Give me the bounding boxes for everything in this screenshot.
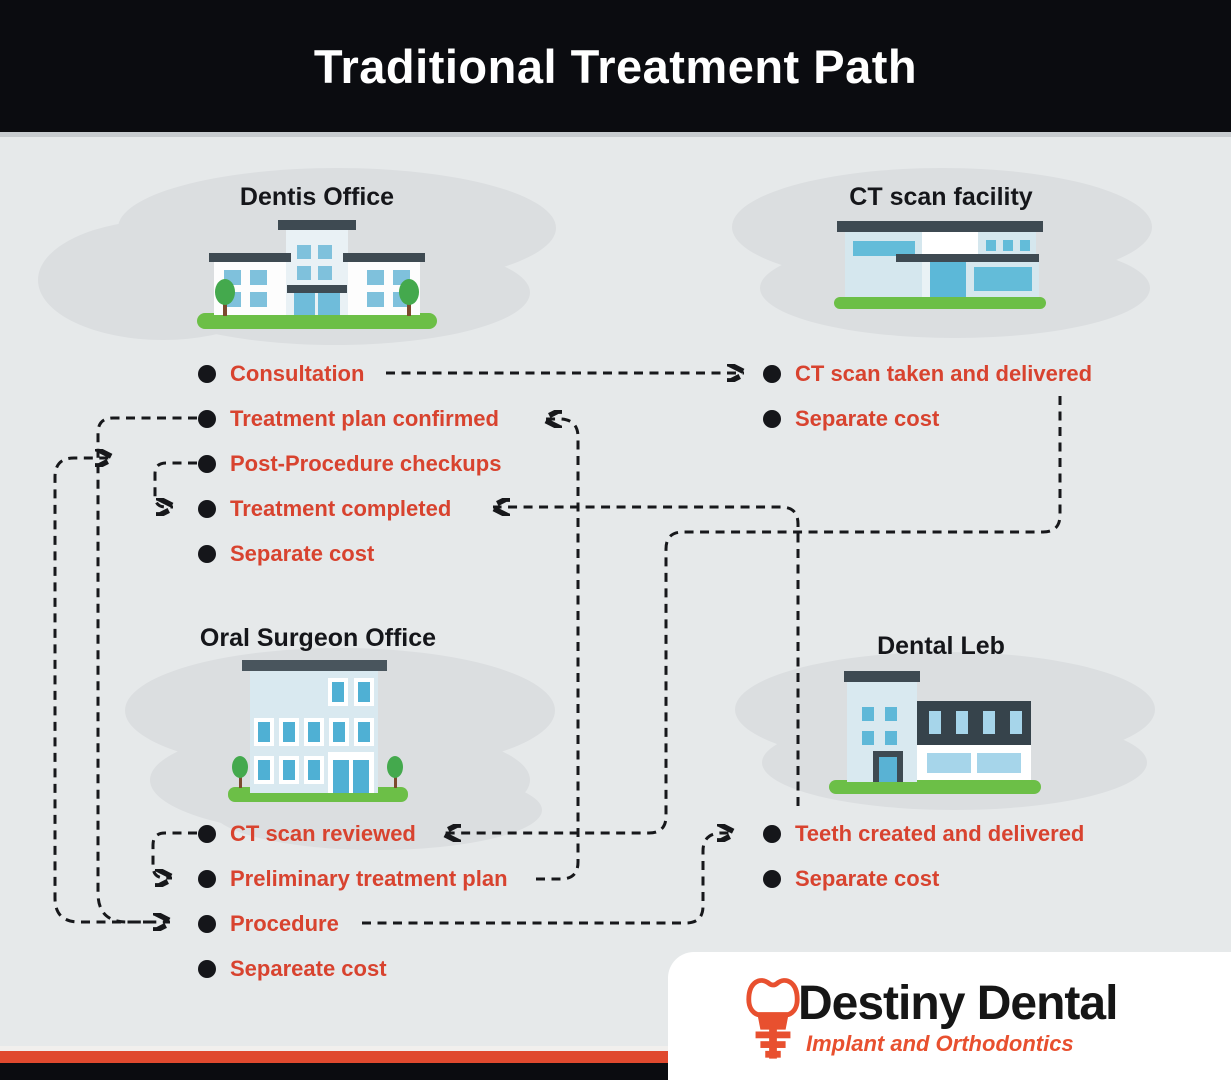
list-item-label: Separate cost <box>795 405 940 431</box>
list-item-label: Separate cost <box>230 540 375 566</box>
arrow-teeth-created-to-treatment-completed <box>493 507 800 806</box>
oral-surgeon-building-illustration <box>228 654 408 809</box>
bullet-dot-icon <box>198 959 216 978</box>
building-icon <box>197 220 437 329</box>
list-item-label: CT scan reviewed <box>230 820 416 846</box>
arrow-ct-reviewed-to-preliminary-plan <box>151 831 197 878</box>
header-divider <box>0 132 1231 137</box>
building-icon <box>834 221 1046 309</box>
list-item: Treatment completed <box>198 486 501 531</box>
page-title: Traditional Treatment Path <box>313 39 918 93</box>
arrow-post-procedure-to-treatment-completed <box>153 461 197 507</box>
list-item: Post-Procedure checkups <box>198 441 501 486</box>
ct-facility-list: CT scan taken and delivered Separate cos… <box>763 351 1092 441</box>
list-item: Separate cost <box>763 856 1084 901</box>
list-item: Preliminary treatment plan <box>198 856 508 901</box>
building-icon <box>829 671 1041 794</box>
section-label-oral-surgeon-office: Oral Surgeon Office <box>199 624 437 652</box>
list-item-label: Treatment completed <box>230 495 452 521</box>
bullet-dot-icon <box>198 364 216 383</box>
list-item-label: Separate cost <box>795 865 940 891</box>
list-item: CT scan taken and delivered <box>763 351 1092 396</box>
brand-logo-card: Destiny Dental Implant and Orthodontics <box>668 952 1231 1080</box>
list-item: Treatment plan confirmed <box>198 396 501 441</box>
section-label-ct-scan-facility: CT scan facility <box>849 183 1033 211</box>
list-item-label: CT scan taken and delivered <box>795 360 1093 386</box>
list-item-label: Procedure <box>230 910 339 936</box>
list-item: CT scan reviewed <box>198 811 508 856</box>
bullet-dot-icon <box>763 409 781 428</box>
bullet-dot-icon <box>763 824 781 843</box>
brand-name: Destiny Dental <box>798 977 1118 1030</box>
dentist-office-list: Consultation Treatment plan confirmed Po… <box>198 351 501 576</box>
list-item-label: Consultation <box>230 360 365 386</box>
list-item-label: Treatment plan confirmed <box>230 405 499 431</box>
list-item: Consultation <box>198 351 501 396</box>
list-item: Teeth created and delivered <box>763 811 1084 856</box>
list-item-label: Preliminary treatment plan <box>230 865 508 891</box>
header-bar: Traditional Treatment Path <box>0 0 1231 132</box>
section-label-dentist-office: Dentis Office <box>239 183 395 211</box>
bullet-dot-icon <box>198 544 216 563</box>
oral-surgeon-list: CT scan reviewed Preliminary treatment p… <box>198 811 508 991</box>
list-item: Separate cost <box>763 396 1092 441</box>
list-item: Separeate cost <box>198 946 508 991</box>
bullet-dot-icon <box>763 364 781 383</box>
bullet-dot-icon <box>198 409 216 428</box>
bullet-dot-icon <box>198 869 216 888</box>
bullet-dot-icon <box>198 914 216 933</box>
bottom-stripe-light <box>0 1046 1231 1051</box>
building-icon <box>228 660 408 802</box>
list-item-label: Teeth created and delivered <box>795 820 1085 846</box>
bullet-dot-icon <box>198 454 216 473</box>
bullet-dot-icon <box>763 869 781 888</box>
list-item: Procedure <box>198 901 508 946</box>
arrow-preliminary-plan-to-plan-confirmed <box>536 419 580 881</box>
bullet-dot-icon <box>198 499 216 518</box>
ct-facility-building-illustration <box>834 221 1046 314</box>
dentist-office-building-illustration <box>197 220 437 337</box>
dental-lab-list: Teeth created and delivered Separate cos… <box>763 811 1084 901</box>
list-item: Separate cost <box>198 531 501 576</box>
list-item-label: Separeate cost <box>230 955 387 981</box>
section-label-dental-lab: Dental Leb <box>877 632 1005 660</box>
tooth-implant-icon <box>742 970 804 1067</box>
list-item-label: Post-Procedure checkups <box>230 450 502 476</box>
dental-lab-building-illustration <box>829 667 1041 800</box>
bullet-dot-icon <box>198 824 216 843</box>
brand-tagline: Implant and Orthodontics <box>806 1031 1074 1056</box>
